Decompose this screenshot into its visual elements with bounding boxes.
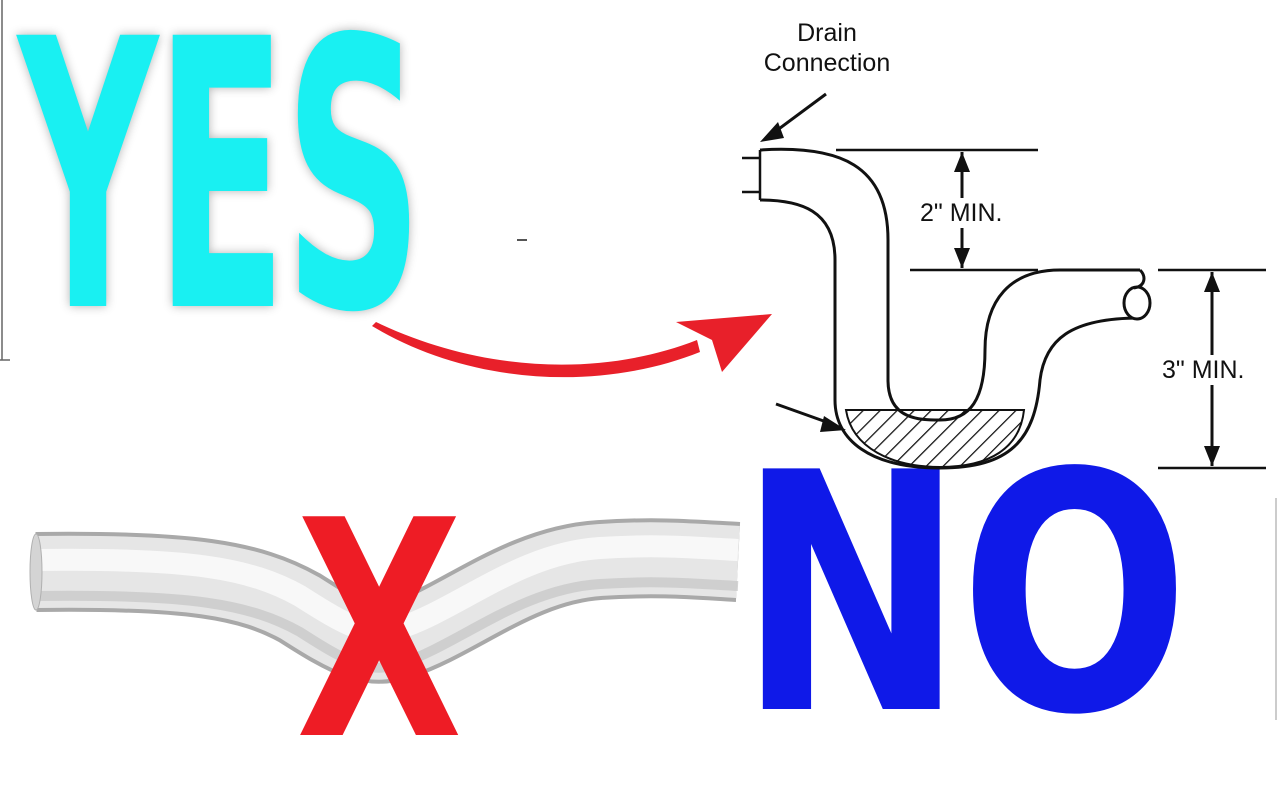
panel-frame bbox=[0, 0, 1277, 720]
drain-connection-line2: Connection bbox=[763, 49, 891, 77]
p-trap-diagram bbox=[742, 92, 1266, 470]
drain-connection-line1: Drain bbox=[797, 19, 857, 47]
curved-arrow-icon bbox=[372, 314, 772, 378]
seal-2in-label: 2" MIN. bbox=[920, 198, 1003, 228]
no-label: NO bbox=[738, 403, 1190, 787]
depth-3in-label: 3" MIN. bbox=[1162, 355, 1245, 385]
yes-label: YES bbox=[18, 0, 423, 394]
sagging-pipe-icon bbox=[29, 518, 741, 684]
drain-connection-label: Drain Connection bbox=[752, 18, 902, 78]
